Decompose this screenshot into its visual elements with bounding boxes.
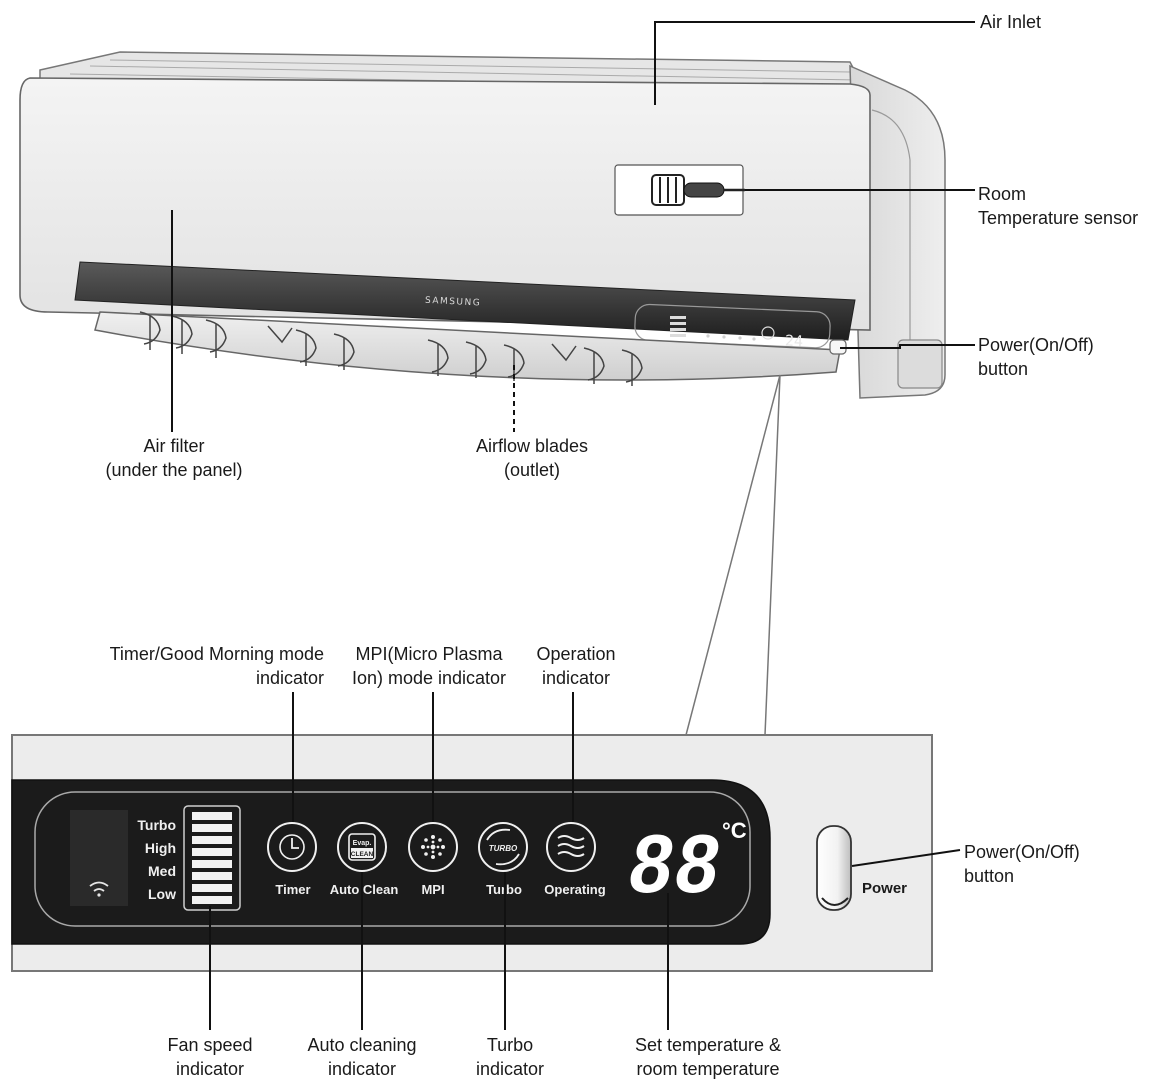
fan-speed-bars <box>183 805 241 911</box>
label-operation-indicator: Operation indicator <box>536 644 616 688</box>
temperature-display: 88 <box>628 820 720 918</box>
mpi-label: MPI <box>421 882 444 897</box>
label-power-button-panel: Power(On/Off) button <box>964 842 1080 886</box>
air-conditioner-unit <box>19 51 946 399</box>
label-timer-indicator: Timer/Good Morning mode indicator <box>109 644 324 688</box>
temperature-unit: °C <box>722 818 747 843</box>
auto-clean-label: Auto Clean <box>330 882 399 897</box>
label-fan-speed-indicator: Fan speed indicator <box>167 1035 253 1079</box>
display-strip <box>74 261 856 341</box>
operating-label: Operating <box>544 882 605 897</box>
operating-icon <box>546 822 596 872</box>
auto-clean-icon <box>337 822 387 872</box>
leader-lines-panel <box>209 692 961 1030</box>
zoom-wedge <box>685 374 781 736</box>
enlarged-display-panel: Turbo High Med Low <box>11 734 933 972</box>
front-panel <box>19 77 871 331</box>
unit-temperature-readout: 24 <box>785 332 804 351</box>
label-set-temperature: Set temperature & room temperature <box>634 1035 782 1079</box>
panel-power-button[interactable] <box>816 825 852 911</box>
turbo-badge: TURBO <box>489 844 518 853</box>
fan-level-turbo: Turbo <box>137 817 176 833</box>
turbo-icon <box>478 822 528 872</box>
auto-clean-badge-top: Evap. <box>353 840 372 847</box>
power-label: Power <box>862 880 907 897</box>
label-airflow-blades: Airflow blades (outlet) <box>475 436 589 480</box>
label-turbo-indicator: Turbo indicator <box>475 1035 545 1079</box>
label-air-filter: Air filter (under the panel) <box>105 436 243 480</box>
fan-level-low: Low <box>148 886 176 902</box>
brand-logo: SAMSUNG <box>425 296 482 309</box>
auto-clean-badge-bottom: CLEAN <box>351 851 374 858</box>
airflow-flap <box>94 311 841 381</box>
label-power-button-top: Power(On/Off) button <box>978 335 1094 379</box>
leader-lines-top <box>171 21 975 432</box>
mount-bracket <box>897 339 943 389</box>
room-temperature-sensor <box>614 164 745 216</box>
fan-level-high: High <box>145 840 176 856</box>
wifi-icon <box>89 881 109 897</box>
airflow-blades <box>139 311 643 386</box>
mpi-icon <box>408 822 458 872</box>
timer-label: Timer <box>275 882 310 897</box>
label-room-temperature-sensor: Room Temperature sensor <box>978 184 1139 228</box>
side-casing <box>849 64 946 399</box>
label-auto-cleaning-indicator: Auto cleaning indicator <box>307 1035 417 1079</box>
label-air-inlet: Air Inlet <box>980 12 1042 32</box>
label-mpi-indicator: MPI(Micro Plasma Ion) mode indicator <box>351 644 507 688</box>
fan-level-med: Med <box>148 863 176 879</box>
timer-icon <box>267 822 317 872</box>
